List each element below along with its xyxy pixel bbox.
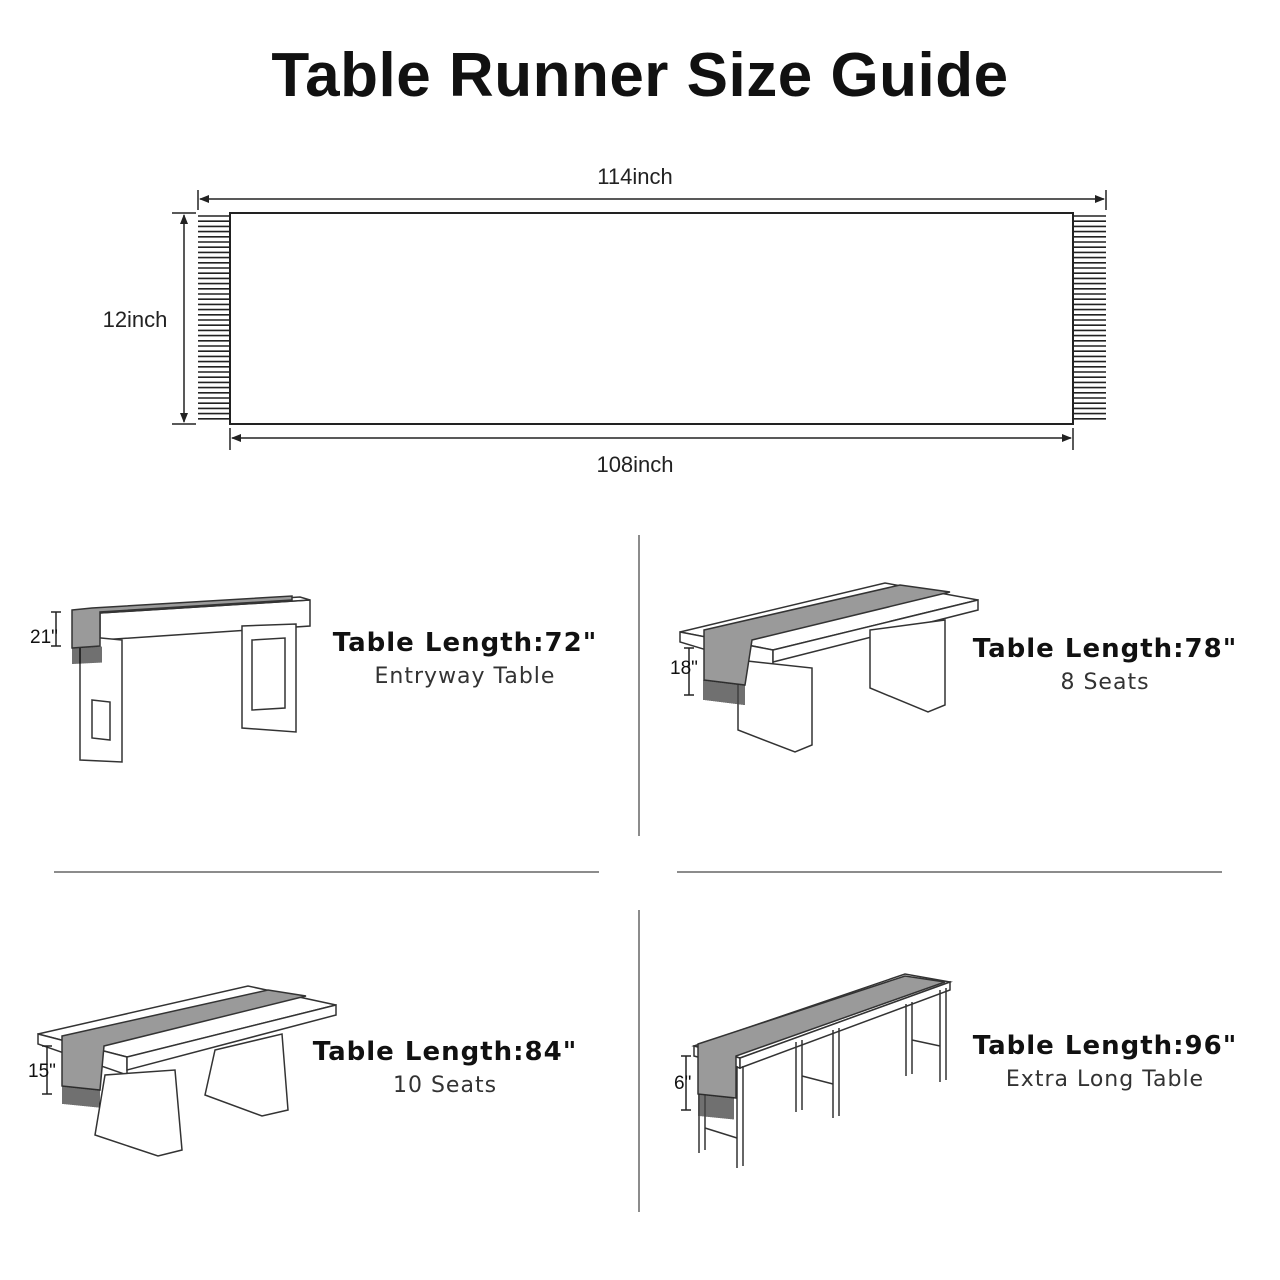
drop-label-15: 15" [28,1061,56,1082]
drop-label-18: 18" [670,658,698,679]
table-type-extra-long: Extra Long Table [1005,1067,1205,1092]
table-type-8-seats: 8 Seats [1060,670,1150,695]
body-length-label: 108inch [596,452,674,477]
fringe-right [1073,215,1106,420]
table-length-96: Table Length:96" [972,1031,1238,1061]
table-length-78: Table Length:78" [972,634,1238,664]
table-illustration-entryway [51,595,311,763]
table-length-84: Table Length:84" [312,1037,578,1067]
table-illustration-extra-long [681,973,953,1168]
total-length-label: 114inch [597,164,673,189]
table-type-entryway: Entryway Table [374,664,556,689]
width-label: 12inch [102,307,168,332]
drop-label-6: 6" [674,1073,692,1094]
table-illustration-10-seats [37,985,337,1157]
fringe-left [198,215,230,420]
table-type-10-seats: 10 Seats [392,1073,498,1098]
drop-label-21: 21" [30,627,58,648]
runner-body [229,212,1074,425]
table-length-72: Table Length:72" [332,628,598,658]
page-title: Table Runner Size Guide [271,41,1009,110]
table-illustration-8-seats [679,582,979,753]
